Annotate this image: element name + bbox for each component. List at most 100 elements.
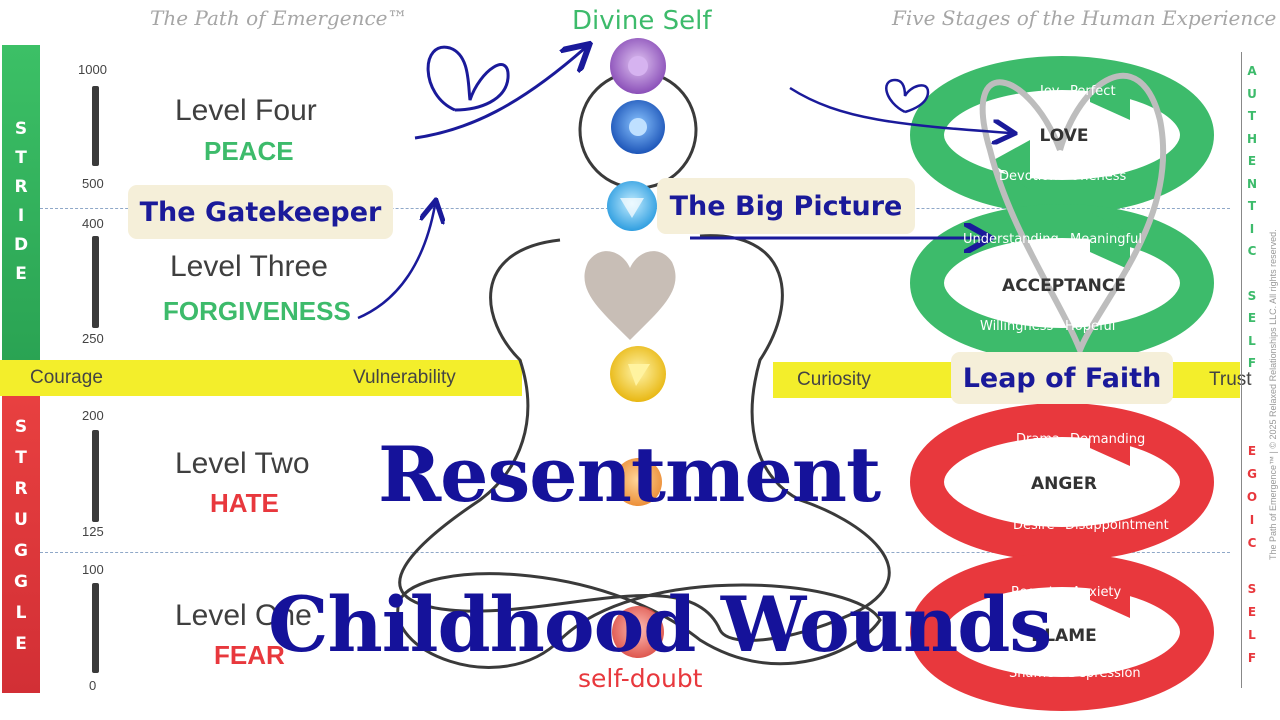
struggle-letter: E [15,634,27,654]
stride-letter: S [14,119,28,139]
copyright-text: The Path of Emergence™ | © 2025 Relaxed … [1268,229,1278,560]
authentic-letter: T [1247,109,1257,123]
anger-cycle-word: Drama [1016,432,1060,447]
stride-letter: R [14,177,28,197]
right-rule-line [1241,52,1242,688]
level-two-name: Level Two [175,447,310,480]
level-two-value: HATE [210,488,279,518]
egoic-letter: E [1247,605,1257,619]
authentic-letter: E [1247,311,1257,325]
authentic-letter: F [1247,356,1257,370]
acceptance-cycle-word: Willingness [980,319,1054,334]
authentic-letter: U [1247,86,1257,101]
struggle-letters: S T R U G G L E [2,412,40,660]
blame-cycle-word: Anxiety [1072,585,1122,600]
tick-250: 250 [82,331,104,346]
authentic-letter: H [1246,131,1258,146]
right-header-title: Five Stages of the Human Experience [892,6,1277,30]
crown-chakra-icon [610,38,666,94]
anger-cycle-word: Demanding [1070,432,1146,447]
anger-cycle-word: Desire [1013,518,1055,533]
big-picture-callout: The Big Picture [657,178,915,234]
acceptance-cycle-word: Understanding [963,232,1059,247]
divine-self-label: Divine Self [572,6,712,36]
egoic-letter: O [1246,490,1258,504]
arrow-to-divine-self [414,48,585,140]
acceptance-cycle-word: Meaningful [1070,232,1142,247]
love-cycle-shape [910,56,1214,214]
blame-cycle-word: Regret [1011,585,1054,600]
love-cycle-center: LOVE [1039,126,1089,146]
level-four-name: Level Four [175,94,317,127]
stride-sidebar [2,45,40,360]
self-doubt-label: self-doubt [578,664,703,693]
third-eye-chakra-icon [611,100,665,154]
heart-chakra-icon [584,251,676,340]
tick-0: 0 [89,678,97,693]
tick-400: 400 [82,216,104,231]
love-cycle-word: Joy [1040,84,1060,99]
tick-200: 200 [82,408,104,423]
struggle-letter: R [14,479,28,499]
anger-cycle-center: ANGER [1030,474,1098,494]
vulnerability-label: Vulnerability [353,367,456,388]
divider-125 [40,552,1230,553]
blame-cycle-word: Depression [1068,666,1141,681]
authentic-letter: L [1248,333,1256,348]
egoic-letter: E [1247,444,1257,458]
egoic-letter: S [1247,582,1257,596]
authentic-letter: I [1249,221,1255,236]
acceptance-cycle: Understanding Meaningful ACCEPTANCE Will… [922,216,1202,356]
egoic-letter: F [1247,651,1257,665]
level-three-name: Level Three [170,250,328,283]
anger-cycle-word: Disappointment [1065,518,1169,533]
scale-bar-level-four [92,86,99,166]
struggle-letter: G [14,572,28,592]
scale-bar-level-two [92,430,99,522]
blame-cycle-shape [910,553,1214,711]
authentic-letter: A [1247,64,1257,78]
authentic-self-letters: A U T H E N T I C S E L F [1244,60,1260,375]
arrow-to-gatekeeper [357,205,435,320]
solar-plexus-chakra-icon [610,346,666,402]
tick-125: 125 [82,524,104,539]
struggle-letter: L [15,603,27,623]
stride-letter: E [15,264,27,284]
navy-heart-doodle [426,45,510,112]
trust-label: Trust [1209,369,1252,390]
throat-chakra-icon [607,181,657,231]
struggle-letter: G [14,541,28,561]
stride-letter: I [17,206,25,226]
struggle-letter: T [15,448,27,468]
egoic-letter: G [1247,467,1257,481]
anger-cycle: Drama Demanding ANGER Desire Disappointm… [922,416,1202,556]
blame-cycle: Regret Anxiety BLAME Shame Depression [922,568,1202,708]
resentment-overlay-text: Resentment [378,430,881,519]
tick-500: 500 [82,176,104,191]
level-one-value: FEAR [214,640,285,670]
grey-heart-outline [979,72,1167,359]
scale-bar-level-one [92,583,99,673]
stride-letter: D [13,235,29,255]
anger-cycle-shape [910,403,1214,561]
small-navy-heart [885,78,930,114]
egoic-letter: I [1249,513,1255,527]
courage-vulnerability-band: Courage Vulnerability [0,360,522,396]
figure-body [398,234,891,642]
love-cycle-word: Oneness [1070,169,1127,184]
figure-legs [396,572,882,669]
tick-1000: 1000 [78,62,107,77]
acceptance-cycle-word: Hopeful [1065,319,1116,334]
root-chakra-icon [612,606,664,658]
authentic-letter: T [1247,199,1257,213]
struggle-sidebar [2,395,40,693]
gatekeeper-callout: The Gatekeeper [128,185,393,239]
struggle-letter: U [14,510,28,530]
struggle-letter: S [14,417,28,437]
authentic-letter: C [1247,244,1257,258]
childhood-wounds-overlay-text: Childhood Wounds [268,580,1052,669]
egoic-self-letters: E G O I C S E L F [1244,440,1260,670]
love-cycle-word: Perfect [1070,84,1116,99]
level-three-value: FORGIVENESS [163,296,351,326]
stride-letters: S T R I D E [2,115,40,289]
